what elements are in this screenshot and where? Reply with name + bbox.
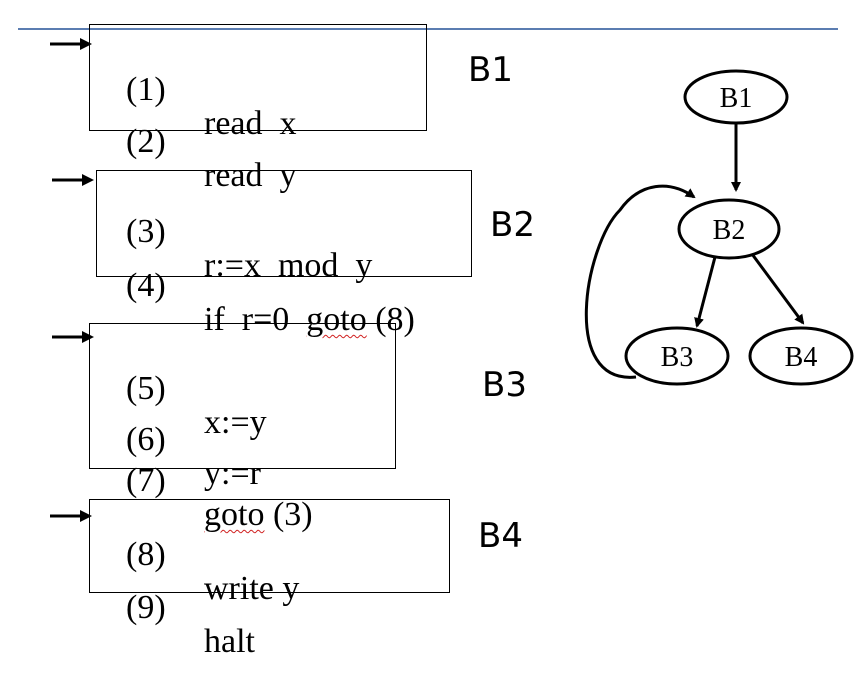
line-number: (6): [126, 421, 166, 458]
node-b3: B3: [624, 326, 730, 386]
line-number: (5): [126, 370, 166, 407]
code-block-b1: (1) read x (2) read y: [89, 24, 427, 193]
top-rule: [18, 28, 838, 30]
code-line: (4) if r=0 goto (8): [126, 235, 415, 371]
statement: r:=x mod y: [204, 247, 373, 284]
code-line: (1) read x: [126, 39, 297, 175]
code-block-b3: (5) x:=y (6) y:=r (7) goto (3): [89, 323, 396, 532]
block-label-b2: B2: [490, 205, 535, 245]
edge-b2-b3: [694, 256, 717, 328]
code-line: (7) goto (3): [126, 430, 313, 566]
entry-arrow-icon: [50, 38, 92, 50]
code-line: (8) write y: [126, 504, 299, 640]
block-label-b1: B1: [468, 50, 513, 90]
line-number: (8): [126, 536, 166, 573]
code-block-b2: (3) r:=x mod y (4) if r=0 goto (8): [96, 170, 472, 337]
node-label: B4: [785, 342, 818, 373]
node-label: B3: [661, 342, 694, 373]
entry-arrow-icon: [52, 174, 94, 186]
line-number: (3): [126, 213, 166, 250]
code-line: (5) x:=y: [126, 338, 267, 474]
code-line: (3) r:=x mod y: [126, 181, 372, 317]
edge-b3-b2: [584, 184, 696, 379]
code-line: (6) y:=r: [126, 389, 261, 525]
block-label-b4: B4: [478, 516, 523, 556]
statement: x:=y: [204, 404, 267, 441]
entry-arrow-icon: [52, 331, 94, 343]
statement: read x: [204, 105, 297, 142]
node-b4: B4: [748, 326, 854, 386]
statement: read y: [204, 157, 297, 194]
node-label: B2: [713, 215, 746, 246]
statement: halt: [204, 623, 255, 660]
edge-b2-b4: [750, 253, 805, 325]
statement: goto (3): [204, 496, 313, 533]
node-label: B1: [720, 83, 753, 114]
statement: y:=r: [204, 455, 261, 492]
line-number: (2): [126, 123, 166, 160]
statement: if r=0 goto (8): [204, 301, 415, 338]
line-number: (4): [126, 267, 166, 304]
block-label-b3: B3: [482, 365, 527, 405]
line-number: (1): [126, 71, 166, 108]
node-b2: B2: [677, 198, 781, 260]
node-b1: B1: [683, 69, 789, 125]
entry-arrow-icon: [50, 510, 92, 522]
line-number: (7): [126, 462, 166, 499]
flow-graph: B1 B2 B3 B4: [584, 69, 854, 386]
statement: write y: [204, 570, 300, 607]
code-line: (2) read y: [126, 91, 297, 227]
